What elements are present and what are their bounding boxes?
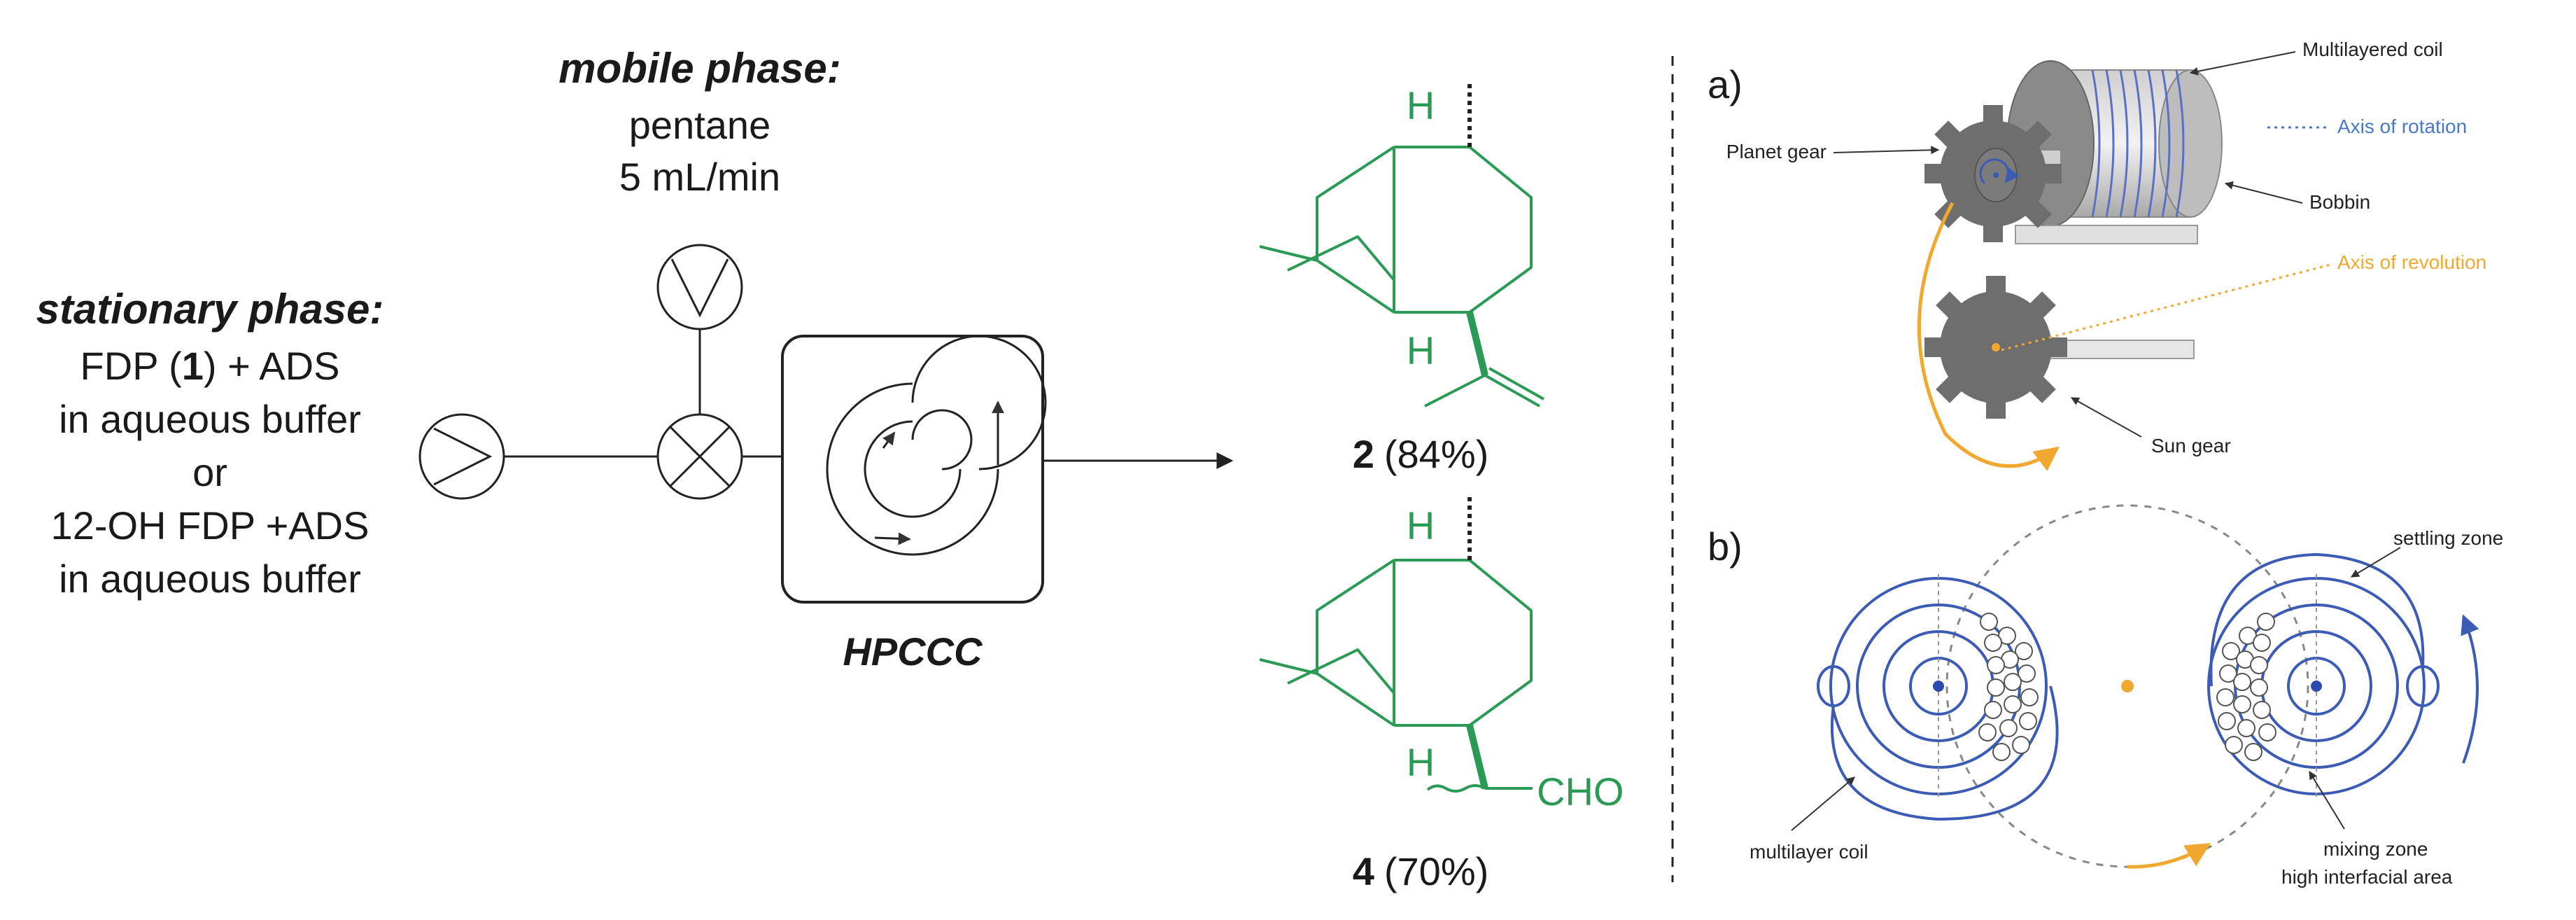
- product-2-label: 2(84%): [1353, 432, 1489, 476]
- mixing-valve-icon: [656, 413, 743, 500]
- stationary-phase-medium2: in aqueous buffer: [59, 557, 361, 601]
- mobile-phase-solvent: pentane: [629, 103, 770, 147]
- right-rotation-arrow: [2461, 614, 2479, 764]
- product-2-h-top: H: [1407, 83, 1435, 127]
- sun-gear-icon: [1924, 276, 2067, 419]
- label-high-interfacial-area: high interfacial area: [2281, 866, 2453, 888]
- stationary-phase-title: stationary phase:: [36, 286, 384, 333]
- mobile-phase-flow-rate: 5 mL/min: [619, 155, 780, 199]
- product-4-label: 4(70%): [1353, 849, 1489, 893]
- label-bobbin: Bobbin: [2309, 191, 2370, 213]
- hpccc-apparatus: [781, 335, 1047, 604]
- stationary-pump-icon: [418, 413, 505, 500]
- flow-scheme: mobile phase: pentane 5 mL/min stationar…: [36, 45, 1234, 674]
- mobile-pump-icon: [656, 244, 743, 330]
- left-droplets: [1978, 613, 2039, 761]
- panel-b-coil-diagram: b): [1708, 504, 2503, 888]
- revolution-center: [2121, 680, 2134, 692]
- panel-b-letter: b): [1708, 524, 1743, 569]
- revolution-arrow: [1917, 202, 2060, 471]
- label-multilayer-coil: multilayer coil: [1750, 841, 1868, 863]
- product-4-h-bottom: H: [1407, 740, 1435, 784]
- stationary-phase-or: or: [192, 450, 227, 494]
- product-4-h-top: H: [1407, 503, 1435, 548]
- right-coil-icon: [2207, 552, 2440, 798]
- product-4-structure: H H CHO: [1259, 497, 1624, 814]
- stationary-phase-option1: FDP (1) + ADS: [80, 344, 340, 388]
- stationary-phase-medium1: in aqueous buffer: [59, 397, 361, 441]
- label-settling-zone: settling zone: [2393, 527, 2503, 549]
- panel-a-gear-diagram: a): [1708, 39, 2486, 471]
- mobile-phase-title: mobile phase:: [558, 45, 840, 92]
- coil-spiral-icon: [826, 335, 1047, 556]
- label-multilayered-coil: Multilayered coil: [2302, 39, 2443, 60]
- label-planet-gear: Planet gear: [1726, 141, 1827, 162]
- label-axis-rotation: Axis of rotation: [2337, 116, 2467, 137]
- panel-a-letter: a): [1708, 62, 1743, 106]
- apparatus-label: HPCCC: [843, 629, 983, 674]
- right-droplets: [2216, 613, 2276, 761]
- product-2-h-bottom: H: [1407, 328, 1435, 372]
- planet-gear-icon: [1924, 105, 2062, 242]
- revolution-arrow-b: [2127, 842, 2211, 869]
- label-axis-revolution: Axis of revolution: [2337, 251, 2486, 273]
- product-4-cho: CHO: [1537, 769, 1624, 814]
- product-2-structure: H H: [1259, 83, 1544, 407]
- stationary-phase-option2: 12-OH FDP +ADS: [51, 503, 369, 548]
- label-mixing-zone: mixing zone: [2323, 838, 2428, 860]
- label-sun-gear: Sun gear: [2151, 435, 2231, 456]
